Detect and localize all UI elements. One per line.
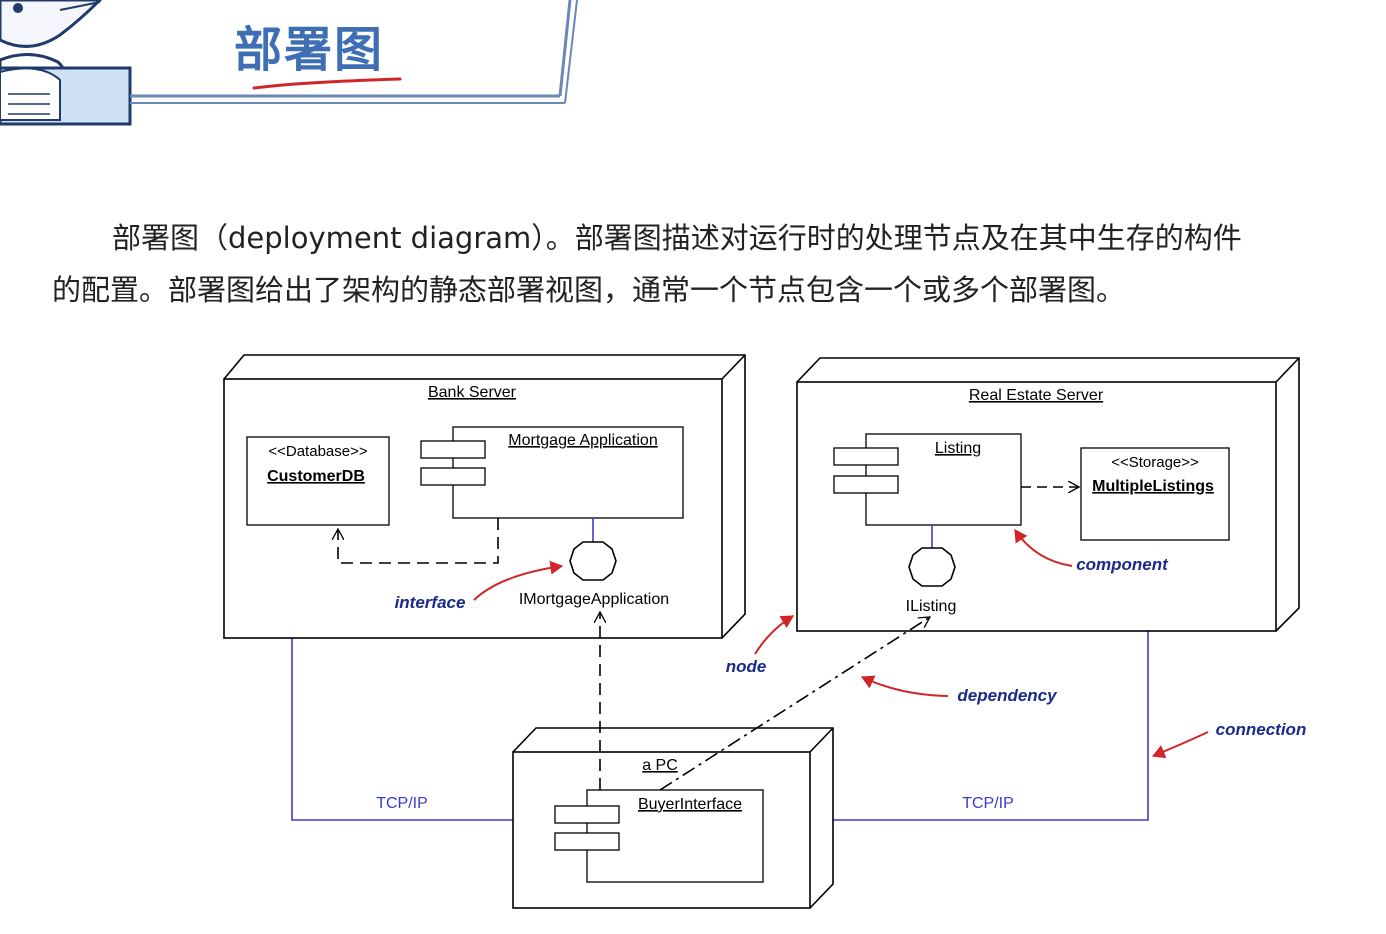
- cat-mascot-icon: [0, 0, 132, 126]
- interface-lollipop-icon: [569, 541, 617, 581]
- interface-ilisting: IListing: [906, 525, 957, 615]
- label-mortgage-application: Mortgage Application: [508, 432, 657, 449]
- stereotype-database: <<Database>>: [268, 443, 367, 460]
- page-title: 部署图: [234, 22, 385, 78]
- annotation-labels: interface component node dependency conn…: [395, 555, 1307, 739]
- connection-left: [291, 638, 513, 821]
- component-port-icon: [554, 832, 620, 851]
- arrow-connection: [1151, 731, 1209, 759]
- header-banner: [0, 0, 578, 126]
- annotation-arrows: [473, 529, 1209, 759]
- stereotype-storage: <<Storage>>: [1111, 454, 1199, 471]
- component-customer-db: <<Database>> CustomerDB: [246, 436, 390, 526]
- connection-right: [833, 630, 1149, 821]
- dependency-mortgage-to-customerdb: [338, 518, 499, 564]
- intro-paragraph: 部署图（deployment diagram）。部署图描述对运行时的处理节点及在…: [52, 212, 1372, 316]
- component-listing: Listing: [833, 433, 1022, 526]
- arrow-component: [1014, 529, 1073, 567]
- arrow-node: [754, 615, 794, 655]
- component-buyer-interface: BuyerInterface: [554, 789, 764, 883]
- arrow-interface: [473, 560, 564, 601]
- component-mortgage-application: Mortgage Application: [420, 426, 684, 519]
- label-buyer-interface: BuyerInterface: [638, 796, 742, 813]
- annotation-connection: connection: [1216, 720, 1307, 739]
- label-tcpip-right: TCP/IP: [962, 795, 1014, 812]
- annotation-component: component: [1076, 555, 1169, 574]
- label-listing: Listing: [935, 440, 981, 457]
- arrow-dependency: [860, 675, 949, 697]
- annotation-node: node: [726, 657, 767, 676]
- deployment-diagram: Bank Server <<Database>> CustomerDB Mort…: [223, 354, 1307, 909]
- component-port-icon: [420, 467, 486, 486]
- label-customer-db: CustomerDB: [267, 468, 365, 485]
- interface-lollipop-icon: [908, 547, 956, 587]
- component-multiple-listings: <<Storage>> MultipleListings: [1080, 447, 1230, 541]
- banner-frame: [130, 0, 578, 104]
- component-port-icon: [554, 805, 620, 824]
- title-underline: [252, 77, 402, 90]
- annotation-interface: interface: [395, 593, 466, 612]
- interface-imortgage-application: IMortgageApplication: [519, 518, 669, 608]
- component-port-icon: [420, 440, 486, 459]
- node-label-a-pc: a PC: [642, 757, 678, 774]
- label-tcpip-left: TCP/IP: [376, 795, 428, 812]
- annotation-dependency: dependency: [957, 686, 1058, 705]
- intro-line-2: 的配置。部署图给出了架构的静态部署视图，通常一个节点包含一个或多个部署图。: [52, 273, 1126, 307]
- component-port-icon: [833, 447, 899, 466]
- node-label-bank-server: Bank Server: [428, 384, 517, 401]
- intro-line-1: 部署图（deployment diagram）。部署图描述对运行时的处理节点及在…: [112, 221, 1242, 255]
- component-port-icon: [833, 475, 899, 494]
- label-imortgage-application: IMortgageApplication: [519, 591, 669, 608]
- label-multiple-listings: MultipleListings: [1092, 478, 1214, 495]
- connection-lines: [291, 630, 1149, 821]
- label-ilisting: IListing: [906, 598, 957, 615]
- node-label-real-estate-server: Real Estate Server: [969, 387, 1104, 404]
